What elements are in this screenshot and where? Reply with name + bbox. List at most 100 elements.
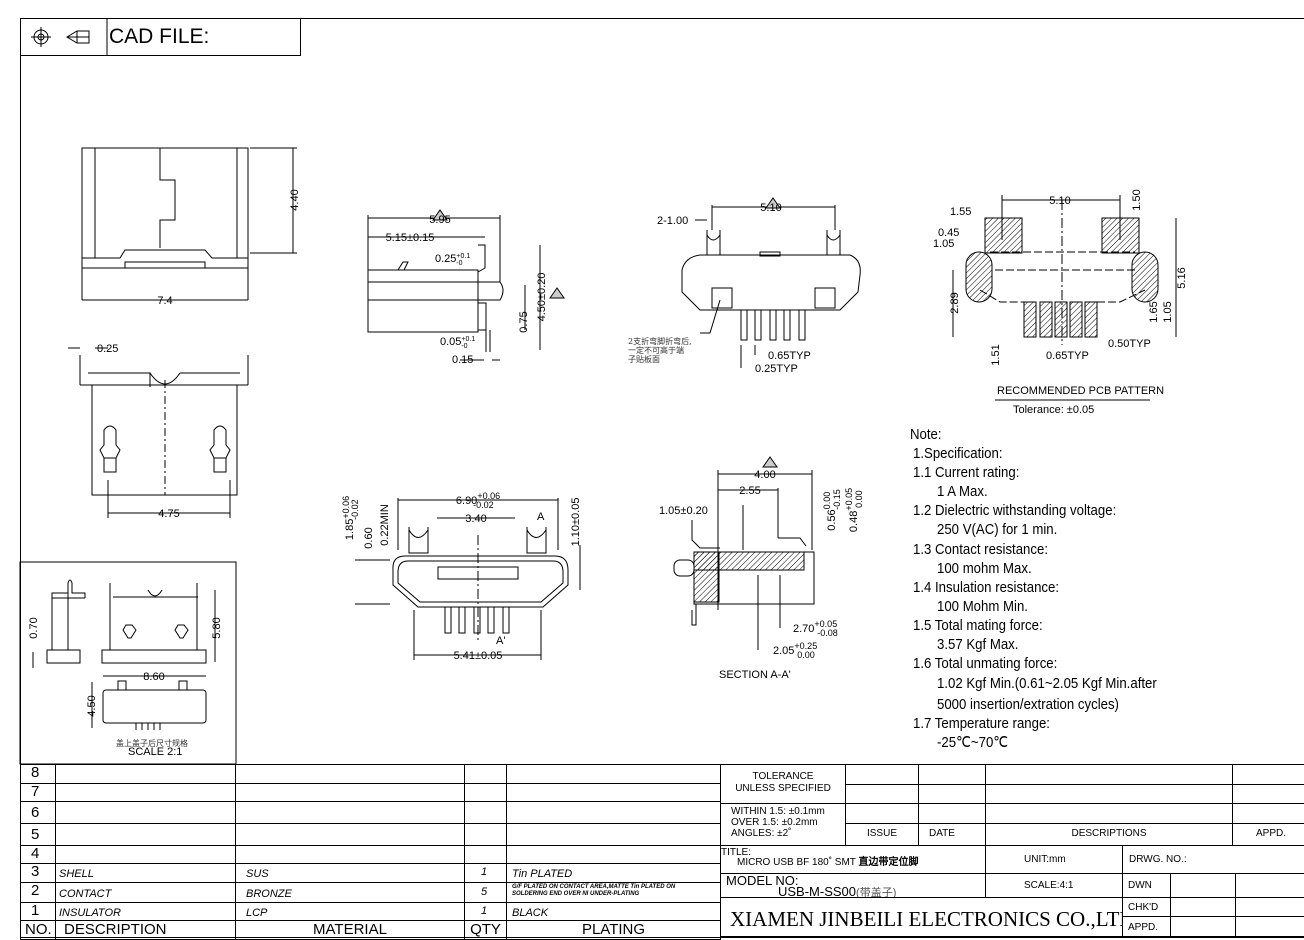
- note-line: 250 V(AC) for 1 min.: [937, 521, 1058, 538]
- note-line: 5000 insertion/extration cycles): [937, 696, 1119, 713]
- tolerance-line: UNLESS SPECIFIED: [735, 783, 831, 794]
- revision-cell: [918, 784, 986, 804]
- bom-desc: CONTACT: [55, 882, 236, 903]
- dim-rear-width: 5.10: [760, 202, 781, 214]
- pcb-title: RECOMMENDED PCB PATTERN: [997, 385, 1164, 397]
- cad-file-box: CAD FILE:: [20, 18, 301, 56]
- note-line: 100 mohm Max.: [937, 560, 1032, 577]
- bom-no: 1: [20, 902, 56, 921]
- note-heading: Note:: [910, 426, 942, 443]
- bom-desc: [55, 845, 236, 864]
- title-text: MICRO USB BF 180˚ SMT: [737, 857, 859, 868]
- target-symbol-icon: [31, 19, 108, 55]
- pcb-dim-padw: 1.55: [950, 206, 971, 218]
- bom-no: 3: [20, 863, 56, 883]
- bom-material: LCP: [235, 902, 465, 921]
- bom-qty: [464, 764, 507, 784]
- bom-qty: [464, 823, 507, 846]
- note-line: 1.3 Contact resistance:: [913, 541, 1049, 558]
- note-line: -25℃~70℃: [937, 734, 1009, 751]
- chkd-date: [1235, 897, 1304, 917]
- rear-note-line3: 子贴板面: [628, 354, 660, 364]
- dwn-date: [1235, 873, 1304, 898]
- rear-note-line2: 一定不可高于端: [628, 345, 684, 355]
- bom-qty: [464, 801, 507, 824]
- bom-no: 2: [20, 882, 56, 903]
- note-line: 1.6 Total unmating force:: [913, 655, 1058, 672]
- bom-desc: INSULATOR: [55, 902, 236, 921]
- dim-side-tab: 0.25+0.1-0: [435, 253, 470, 267]
- section-marker-a2: A': [496, 635, 505, 647]
- bom-qty: [464, 845, 507, 864]
- bom-material: SUS: [235, 863, 465, 883]
- section-dim-d5: 2.70+0.05-0.08: [793, 619, 838, 638]
- bom-plating: [506, 783, 721, 802]
- note-line: 1.5 Total mating force:: [913, 617, 1043, 634]
- revision-cell: [985, 764, 1233, 785]
- bom-material: [235, 801, 465, 824]
- section-dim-d3: 0.560.00-0.15: [822, 489, 842, 530]
- bom-plating: G/F PLATED ON CONTACT AREA,MATTE Tin PLA…: [506, 882, 721, 903]
- rear-view: [681, 197, 861, 368]
- section-dim-d4: 0.48+0.050.00: [844, 488, 864, 532]
- pcb-dim-pitch: 0.65TYP: [1046, 350, 1089, 362]
- dim-rear-pitch: 0.65TYP: [768, 350, 811, 362]
- note-line: 1.02 Kgf Min.(0.61~2.05 Kgf Min.after: [937, 675, 1157, 692]
- bom-plating: [506, 764, 721, 784]
- bom-no: 8: [20, 764, 56, 784]
- pcb-dim-d1: 0.45: [938, 227, 959, 239]
- bom-qty: 1: [464, 902, 507, 921]
- pcb-dim-w: 5.10: [1049, 195, 1070, 207]
- mating-dim-bottom: 5.41±0.05: [454, 650, 503, 662]
- model-number-cn: (带盖子): [856, 887, 897, 898]
- bom-material: [235, 823, 465, 846]
- model-cell: MODEL NO: USB-M-SS00(带盖子): [720, 873, 986, 898]
- chkd-value: [1170, 897, 1236, 917]
- bom-plating-line: SOLDERING END OVER NI UNDER-PLATING: [512, 891, 640, 897]
- pcb-pattern: [952, 195, 1177, 401]
- bom-material: [235, 845, 465, 864]
- bom-desc: [55, 801, 236, 824]
- tolerance-within: WITHIN 1.5: ±0.1mm: [731, 806, 825, 817]
- cad-file-label: CAD FILE:: [109, 25, 210, 48]
- note-line: 3.57 Kgf Max.: [937, 636, 1019, 653]
- rear-note-line1: 2支折弯脚折弯后,: [628, 336, 692, 346]
- dim-side-body: 5.15±0.15: [386, 232, 435, 244]
- revision-cell: [1232, 764, 1304, 785]
- bom-plating: [506, 801, 721, 824]
- side-view: [367, 209, 565, 361]
- bom-desc: SHELL: [55, 863, 236, 883]
- bom-plating: [506, 845, 721, 864]
- dim-front-pitch: 4.75: [158, 508, 179, 520]
- appd-value: [1170, 916, 1236, 937]
- bom-header-no: NO.: [20, 920, 56, 940]
- bom-qty: 1: [464, 863, 507, 883]
- inset-view: [19, 561, 237, 765]
- projection-symbol-icon: [66, 30, 90, 44]
- revision-cell: [845, 764, 919, 785]
- note-line: 100 Mohm Min.: [937, 598, 1028, 615]
- bom-desc: [55, 783, 236, 802]
- pcb-dim-d3: 2.89: [949, 292, 961, 313]
- mating-dim-h4: 1.10±0.05: [570, 498, 582, 547]
- tolerance-line: TOLERANCE: [752, 771, 814, 782]
- descriptions-header: DESCRIPTIONS: [985, 823, 1233, 846]
- bom-plating: [506, 823, 721, 846]
- note-line: 1.7 Temperature range:: [913, 715, 1050, 732]
- revision-cell: [918, 803, 986, 824]
- company-name: XIAMEN JINBEILI ELECTRONICS CO.,LTD: [720, 897, 1123, 937]
- inset-dim-d2: 5.80: [211, 617, 223, 638]
- bom-plating: Tin PLATED: [506, 863, 721, 883]
- dwn-value: [1170, 873, 1236, 898]
- revision-cell: [1232, 803, 1304, 824]
- appd-header: APPD.: [1232, 823, 1304, 846]
- title-text-cn: 直边带定位脚: [858, 857, 919, 868]
- tolerance-over: OVER 1.5: ±0.2mm: [731, 817, 818, 828]
- revision-cell: [985, 784, 1233, 804]
- pcb-dim-d6: 1.05: [1162, 301, 1174, 322]
- date-header: DATE: [918, 823, 986, 846]
- inset-dim-d4: 4.50: [86, 695, 98, 716]
- section-dim-d1: 2.55: [739, 485, 760, 497]
